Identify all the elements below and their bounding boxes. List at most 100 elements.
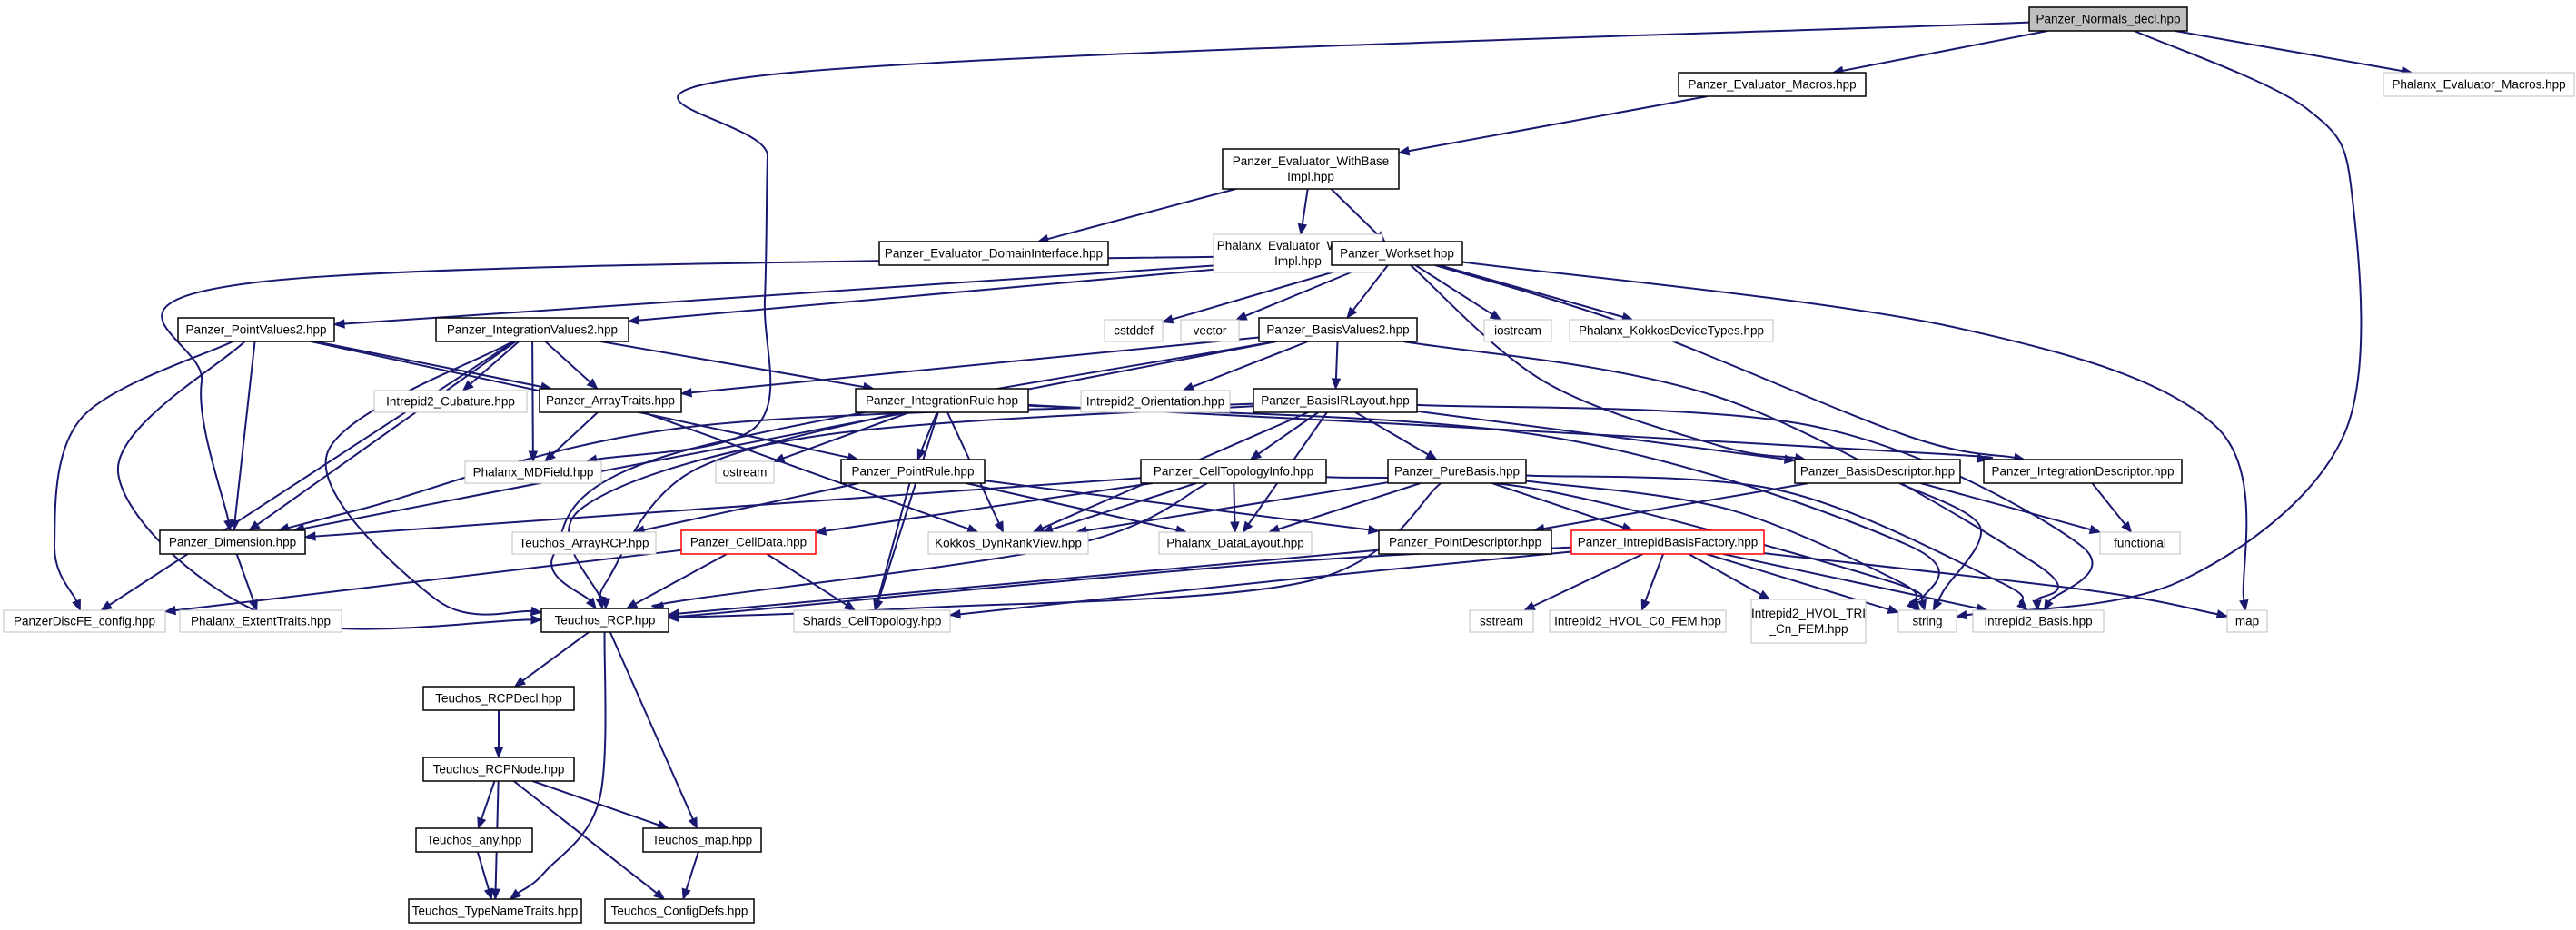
edge-line	[1027, 403, 1994, 460]
node-teuchos-rcp[interactable]: Teuchos_RCP.hpp	[540, 608, 669, 633]
edge-line	[53, 341, 233, 602]
node-pointdescriptor[interactable]: Panzer_PointDescriptor.hpp	[1378, 529, 1552, 555]
node-eval-macros[interactable]: Panzer_Evaluator_Macros.hpp	[1678, 72, 1867, 97]
node-basisvalues2[interactable]: Panzer_BasisValues2.hpp	[1258, 317, 1418, 342]
edge-line	[1543, 482, 1809, 530]
node-teuchos-map[interactable]: Teuchos_map.hpp	[642, 827, 762, 853]
node-box	[2099, 531, 2181, 555]
edge-arrowhead	[1955, 609, 1968, 620]
edge-line	[303, 341, 1277, 529]
node-box	[464, 460, 602, 484]
edge-basisirlayout-to-purebasis	[1354, 411, 1438, 460]
edge-basisvalues2-to-teuchos_rcp	[550, 341, 1275, 610]
edge-arrowhead	[530, 606, 543, 617]
node-label: Intrepid2_HVOL_TRI	[1751, 607, 1866, 620]
node-basisirlayout[interactable]: Panzer_BasisIRLayout.hpp	[1253, 388, 1418, 413]
edge-arrowhead	[1425, 450, 1438, 460]
node-box	[435, 317, 629, 342]
edge-eval_withbase-to-phalanx_eval_withbase	[1297, 188, 1309, 236]
node-pointvalues2[interactable]: Panzer_PointValues2.hpp	[177, 317, 335, 342]
node-normals-decl[interactable]: Panzer_Normals_decl.hpp	[2028, 6, 2188, 32]
node-box	[422, 686, 575, 711]
node-teuchos-configdefs[interactable]: Teuchos_ConfigDefs.hpp	[604, 898, 755, 924]
node-workset[interactable]: Panzer_Workset.hpp	[1331, 241, 1463, 266]
node-dimension[interactable]: Panzer_Dimension.hpp	[159, 529, 306, 555]
edge-line	[1416, 410, 1786, 460]
node-box	[415, 827, 533, 853]
edge-line	[1842, 30, 2048, 72]
node-phalanx-kokkos: Phalanx_KokkosDeviceTypes.hpp	[1569, 319, 1774, 342]
node-label: Panzer_BasisIRLayout.hpp	[1261, 394, 1410, 408]
node-teuchos-rcpnode[interactable]: Teuchos_RCPNode.hpp	[422, 757, 575, 782]
node-label: Shards_CellTopology.hpp	[803, 615, 942, 628]
node-teuchos-any[interactable]: Teuchos_any.hpp	[415, 827, 533, 853]
node-box	[1331, 241, 1463, 266]
node-celldata[interactable]: Panzer_CellData.hpp	[680, 529, 817, 555]
edge-arrowhead	[873, 599, 883, 612]
edge-line	[599, 411, 901, 600]
edge-line	[678, 549, 1380, 615]
node-box	[1222, 148, 1400, 190]
node-integrationrule[interactable]: Panzer_IntegrationRule.hpp	[855, 388, 1029, 413]
node-string: string	[1897, 609, 1957, 633]
node-integrationdescriptor[interactable]: Panzer_IntegrationDescriptor.hpp	[1983, 459, 2183, 484]
edge-basisirlayout-to-intrepid_basis	[1416, 403, 2094, 612]
edge-line	[550, 341, 1275, 601]
node-label: Panzer_PointRule.hpp	[851, 465, 974, 479]
node-label: vector	[1194, 324, 1227, 338]
edge-line	[512, 780, 658, 895]
edge-integrationrule-to-string	[1027, 404, 1940, 612]
edge-line	[1301, 188, 1309, 225]
node-teuchos-typenametraits[interactable]: Teuchos_TypeNameTraits.hpp	[408, 898, 582, 924]
edge-pointvalues2-to-arraytraits	[314, 341, 553, 391]
edge-arraytraits-to-phalanx_mdfield	[543, 411, 599, 462]
node-box	[1080, 390, 1231, 413]
edge-integrationvalues2-to-intrepid_cubature	[461, 341, 520, 391]
node-purebasis[interactable]: Panzer_PureBasis.hpp	[1387, 459, 1527, 484]
edge-pointrule-to-shards_celltopology	[873, 482, 911, 612]
node-label: Teuchos_RCPDecl.hpp	[435, 692, 562, 706]
edge-line	[476, 851, 490, 890]
node-label: Impl.hpp	[1274, 254, 1322, 268]
node-celltopologyinfo[interactable]: Panzer_CellTopologyInfo.hpp	[1140, 459, 1327, 484]
node-label: Phalanx_KokkosDeviceTypes.hpp	[1579, 324, 1764, 338]
node-label: Panzer_IntegrationRule.hpp	[866, 394, 1018, 408]
edge-line	[544, 341, 591, 383]
edge-arrowhead	[625, 599, 639, 609]
node-box	[177, 317, 335, 342]
edge-arrowhead	[1489, 310, 1502, 321]
edge-arrowhead	[332, 319, 345, 329]
edge-arrowhead	[1367, 525, 1381, 535]
node-eval-domain[interactable]: Panzer_Evaluator_DomainInterface.hpp	[878, 241, 1109, 266]
edge-arrowhead	[490, 888, 500, 901]
node-label: Teuchos_map.hpp	[652, 834, 752, 847]
node-functional: functional	[2099, 531, 2181, 555]
node-label: Panzer_Normals_decl.hpp	[2036, 13, 2180, 26]
edge-line	[782, 411, 910, 460]
edge-integrationrule-to-ostream	[772, 411, 910, 463]
node-box	[1750, 599, 1867, 644]
node-teuchos-rcpdecl[interactable]: Teuchos_RCPDecl.hpp	[422, 686, 575, 711]
edge-line	[314, 341, 542, 388]
node-shards-celltopology: Shards_CellTopology.hpp	[793, 609, 951, 633]
edge-arrowhead	[72, 599, 81, 612]
node-box	[1258, 317, 1418, 342]
node-pointrule[interactable]: Panzer_PointRule.hpp	[840, 459, 986, 484]
node-label: Panzer_Dimension.hpp	[169, 536, 296, 549]
edge-arrowhead	[814, 526, 827, 536]
edge-pointvalues2-to-panzerdiscfe_config	[53, 341, 233, 612]
node-intrepidbasisfactory[interactable]: Panzer_IntrepidBasisFactory.hpp	[1570, 529, 1765, 555]
node-integrationvalues2[interactable]: Panzer_IntegrationValues2.hpp	[435, 317, 629, 342]
edge-line	[1688, 553, 1762, 596]
edge-arrowhead	[1887, 604, 1900, 614]
node-basisdescriptor[interactable]: Panzer_BasisDescriptor.hpp	[1794, 459, 1961, 484]
node-label: Panzer_Evaluator_WithBase	[1233, 154, 1390, 168]
edge-arrowhead	[586, 378, 599, 390]
edge-arrowhead	[1032, 523, 1045, 533]
node-box	[1140, 459, 1327, 484]
node-arraytraits[interactable]: Panzer_ArrayTraits.hpp	[539, 388, 682, 413]
edge-basisirlayout-to-teuchos_rcp	[568, 405, 1254, 610]
edge-arrowhead	[1346, 306, 1358, 320]
node-box	[159, 529, 306, 555]
